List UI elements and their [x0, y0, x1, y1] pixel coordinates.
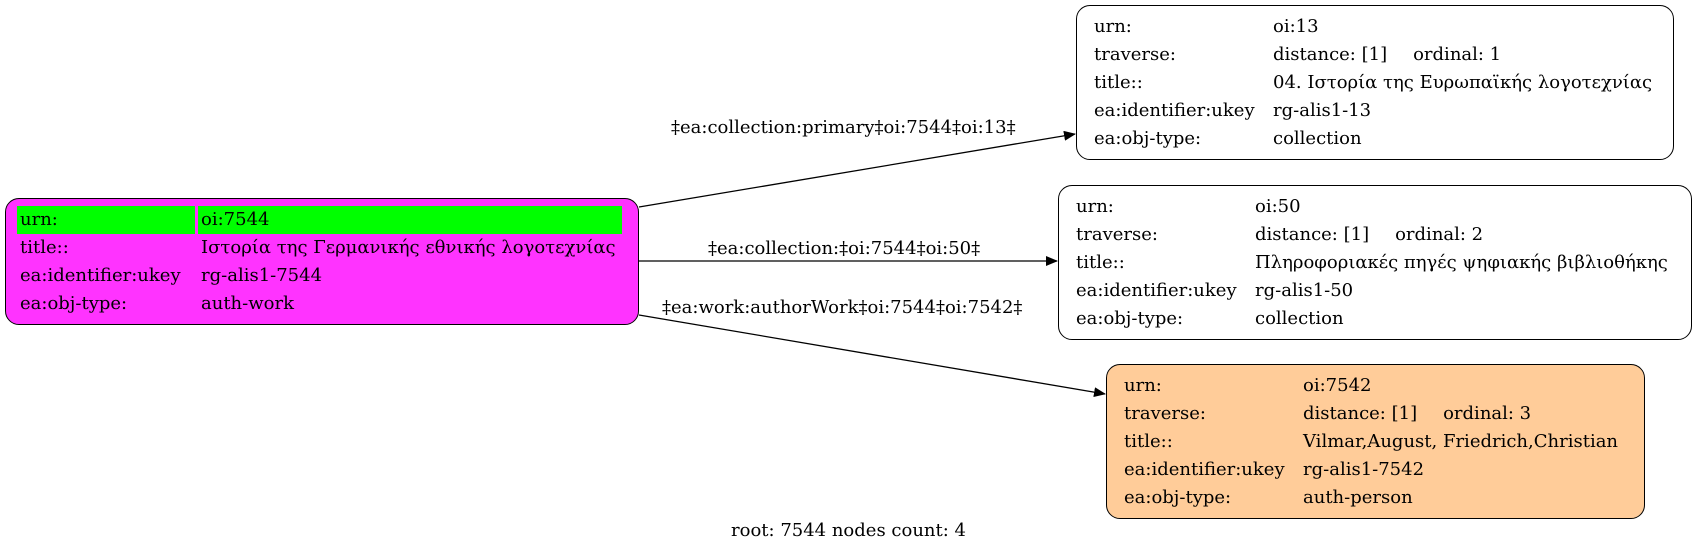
node-key: title::: [1076, 252, 1125, 273]
collection-node-50[interactable]: urn: oi:50 traverse: distance: [1] ordinal:…: [1058, 185, 1692, 340]
node-key: ea:identifier:ukey: [1124, 459, 1285, 480]
node-value: oi:7544: [198, 206, 622, 234]
edge-label-n7542: ‡ea:work:authorWork‡oi:7544‡oi:7542‡: [662, 297, 1023, 318]
node-row-ukey: ea:identifier:ukey rg-alis1-13: [1091, 97, 1658, 125]
graph-footer: root: 7544 nodes count: 4: [731, 520, 966, 541]
node-value: auth-person: [1303, 487, 1413, 508]
node-row-traverse: traverse: distance: [1] ordinal: 3: [1121, 400, 1624, 428]
ordinal: ordinal: 3: [1443, 403, 1532, 424]
node-key: ea:identifier:ukey: [1094, 100, 1255, 121]
node-key: ea:obj-type:: [20, 293, 128, 314]
node-row-title: title::Πληροφοριακές πηγές ψηφιακής βιβλ…: [1073, 249, 1674, 277]
node-key: traverse:: [1094, 44, 1176, 65]
node-value: oi:13: [1273, 16, 1319, 37]
node-value: collection: [1255, 308, 1344, 329]
node-key: ea:obj-type:: [1124, 487, 1232, 508]
edge-label-n50: ‡ea:collection:‡oi:7544‡oi:50‡: [708, 238, 981, 259]
node-value: rg-alis1-13: [1273, 100, 1372, 121]
distance: distance: [1]: [1255, 224, 1370, 245]
ordinal: ordinal: 2: [1395, 224, 1484, 245]
node-key: urn:: [1076, 196, 1114, 217]
node-value: rg-alis1-7544: [201, 265, 323, 286]
node-value: rg-alis1-50: [1255, 280, 1354, 301]
node-key: ea:obj-type:: [1094, 128, 1202, 149]
node-value: oi:50: [1255, 196, 1301, 217]
node-key: urn:: [1124, 375, 1162, 396]
edge-label-n13: ‡ea:collection:primary‡oi:7544‡oi:13‡: [671, 117, 1016, 138]
node-row-type: ea:obj-type: auth-work: [17, 290, 622, 318]
node-key: traverse:: [1124, 403, 1206, 424]
node-row-urn: urn: oi:7542: [1121, 372, 1624, 400]
node-row-title: title:: Ιστορία της Γερμανικής εθνικής λ…: [17, 234, 622, 262]
node-key: title::: [1124, 431, 1173, 452]
node-value: auth-work: [201, 293, 294, 314]
root-node[interactable]: urn: oi:7544 title:: Ιστορία της Γερμανι…: [5, 198, 639, 325]
node-row-urn: urn: oi:50: [1073, 193, 1674, 221]
collection-node-13[interactable]: urn: oi:13 traverse: distance: [1] ordinal:…: [1076, 5, 1674, 160]
distance: distance: [1]: [1303, 403, 1418, 424]
node-row-ukey: ea:identifier:ukey rg-alis1-7544: [17, 262, 622, 290]
node-row-urn: urn: oi:13: [1091, 13, 1658, 41]
node-value: distance: [1] ordinal: 3: [1300, 400, 1624, 428]
node-row-type: ea:obj-type: collection: [1091, 125, 1658, 153]
edge-to-n7542: [638, 314, 1106, 398]
node-key: title::: [1094, 72, 1143, 93]
node-row-traverse: traverse: distance: [1] ordinal: 2: [1073, 221, 1674, 249]
node-key: ea:identifier:ukey: [1076, 280, 1237, 301]
node-value: Vilmar,August, Friedrich,Christian: [1303, 431, 1619, 452]
node-value: rg-alis1-7542: [1303, 459, 1425, 480]
node-key: ea:identifier:ukey: [20, 265, 181, 286]
node-value: Πληροφοριακές πηγές ψηφιακής βιβλιοθήκης: [1255, 252, 1668, 273]
node-row-ukey: ea:identifier:ukey rg-alis1-50: [1073, 277, 1674, 305]
edge-to-n13: [638, 130, 1076, 208]
node-row-ukey: ea:identifier:ukey rg-alis1-7542: [1121, 456, 1624, 484]
person-node-7542[interactable]: urn: oi:7542 traverse: distance: [1] ordina…: [1106, 364, 1645, 519]
node-value: 04. Ιστορία της Ευρωπαϊκής λογοτεχνίας: [1273, 72, 1653, 93]
node-value: oi:7542: [1303, 375, 1372, 396]
node-key: title::: [20, 237, 69, 258]
distance: distance: [1]: [1273, 44, 1388, 65]
node-row-title: title::04. Ιστορία της Ευρωπαϊκής λογοτε…: [1091, 69, 1658, 97]
node-key: urn:: [17, 206, 198, 234]
node-row-type: ea:obj-type: collection: [1073, 305, 1674, 333]
node-row-urn: urn: oi:7544: [17, 206, 622, 234]
ordinal: ordinal: 1: [1413, 44, 1502, 65]
node-key: urn:: [1094, 16, 1132, 37]
node-value: collection: [1273, 128, 1362, 149]
node-value: distance: [1] ordinal: 1: [1270, 41, 1658, 69]
node-key: traverse:: [1076, 224, 1158, 245]
node-row-title: title::Vilmar,August, Friedrich,Christia…: [1121, 428, 1624, 456]
node-row-type: ea:obj-type: auth-person: [1121, 484, 1624, 512]
node-key: ea:obj-type:: [1076, 308, 1184, 329]
node-value: Ιστορία της Γερμανικής εθνικής λογοτεχνί…: [201, 237, 616, 258]
node-value: distance: [1] ordinal: 2: [1252, 221, 1674, 249]
node-row-traverse: traverse: distance: [1] ordinal: 1: [1091, 41, 1658, 69]
